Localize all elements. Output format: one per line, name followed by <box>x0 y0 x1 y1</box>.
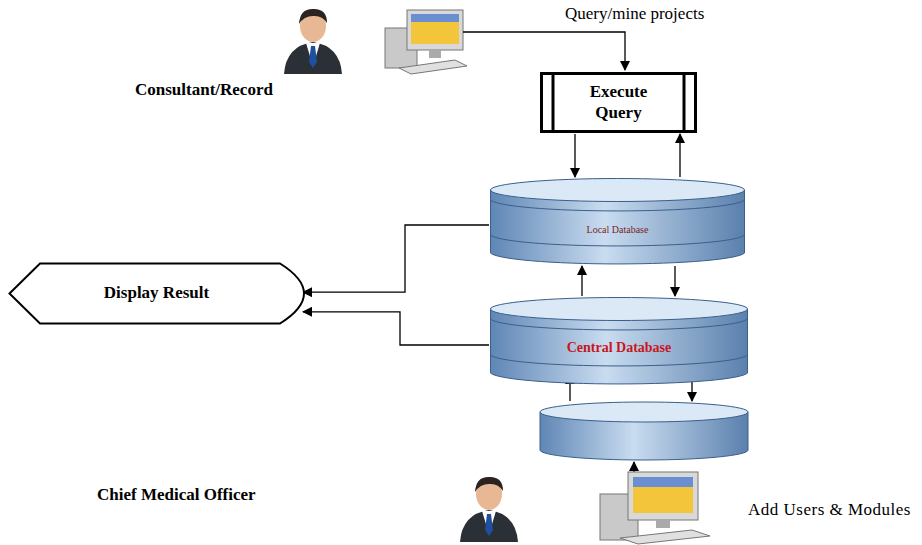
database-cylinder <box>540 402 748 460</box>
line-label: Query/mine projects <box>565 4 704 24</box>
computer-icon <box>600 472 710 544</box>
database-cylinder-outline <box>490 178 745 265</box>
database-cylinder: Central Database <box>490 297 748 385</box>
connector-arrow <box>303 312 489 345</box>
query-line <box>463 32 625 70</box>
computer-icon <box>385 10 467 74</box>
action-label: Add Users & Modules <box>748 500 911 520</box>
connector-arrow <box>581 266 582 296</box>
process-box: Execute Query <box>540 72 697 133</box>
connector-arrow <box>674 266 675 296</box>
connector-arrow <box>303 225 489 292</box>
person-icon <box>284 9 342 74</box>
connector-arrow <box>574 134 575 177</box>
role-label: Consultant/Record <box>135 80 273 100</box>
role-label: Chief Medical Officer <box>97 485 256 505</box>
node-text: Local Database <box>587 224 649 236</box>
connector-arrow <box>679 134 680 177</box>
database-cylinder: Local Database <box>490 178 745 265</box>
node-text: Central Database <box>567 340 672 357</box>
node-text: Display Result <box>104 283 209 303</box>
person-icon <box>460 477 518 542</box>
node-text: Execute Query <box>574 82 664 123</box>
display-shape: Display Result <box>8 262 305 325</box>
